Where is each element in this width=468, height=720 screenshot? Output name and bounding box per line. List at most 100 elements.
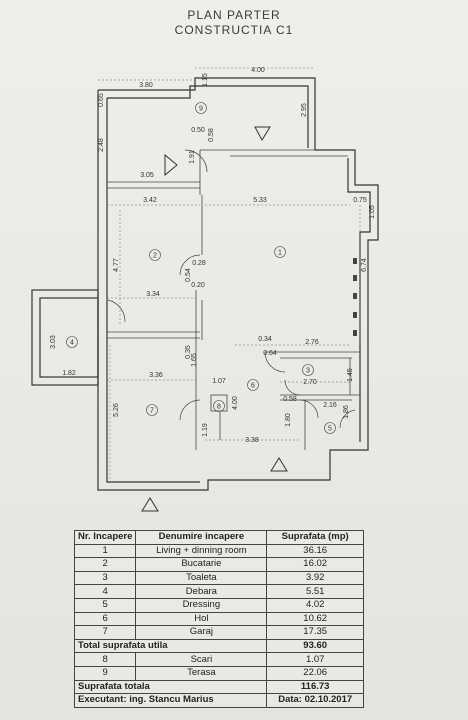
entry-triangles	[141, 126, 288, 512]
dimension-label: 1.86	[343, 405, 350, 419]
dimension-label: 1.65	[191, 353, 198, 367]
cell-name: Hol	[135, 611, 268, 627]
table-header-row: Nr. Incapere Denumire incapere Suprafata…	[73, 530, 364, 545]
room-number-circle	[324, 422, 336, 434]
cell-nr: 4	[73, 584, 137, 599]
total-util-area: 93.60	[266, 638, 364, 654]
header-area: Suprafata (mp)	[266, 530, 364, 545]
room-number-circle	[146, 404, 158, 416]
cell-name: Dressing	[135, 597, 268, 613]
dimension-label: 3.42	[143, 197, 157, 204]
dimension-label: 6.74	[361, 258, 368, 272]
cell-nr: 5	[73, 597, 137, 613]
dimension-label: 2.70	[303, 379, 317, 386]
room-number-circle	[274, 246, 286, 258]
dimension-label: 0.28	[192, 260, 206, 267]
cell-name: Garaj	[135, 625, 268, 640]
cell-name: Living + dinning room	[135, 543, 268, 559]
dimension-label: 1.80	[285, 413, 292, 427]
room-number-label: 8	[217, 404, 221, 411]
door-swings	[107, 149, 356, 429]
dimension-label: 1.45	[347, 368, 354, 382]
entry-triangle-right	[270, 457, 288, 472]
room-number-label: 9	[199, 106, 203, 113]
staircase-marks	[353, 258, 357, 336]
plan-subtitle: CONSTRUCTIA C1	[174, 23, 294, 37]
room-number-label: 7	[150, 408, 154, 415]
dimension-label: 0.64	[263, 350, 277, 357]
dimension-label: 0.75	[353, 197, 367, 204]
dimension-label: 1.15	[202, 73, 209, 87]
dimension-label: 3.05	[140, 172, 154, 179]
dimension-label: 0.58	[208, 128, 215, 142]
dimension-label: 0.54	[185, 268, 192, 282]
cell-nr: 9	[73, 665, 137, 681]
cell-nr: 2	[73, 557, 137, 572]
dimension-label: 0.34	[258, 336, 272, 343]
header-name: Denumire incapere	[135, 530, 268, 545]
dimension-label: 4.77	[113, 258, 120, 272]
room-number-circle	[66, 336, 78, 348]
cell-area: 3.92	[266, 570, 364, 586]
room-number-label: 3	[306, 368, 310, 375]
executant-row: Executant: ing. Stancu Marius Data: 02.1…	[73, 693, 364, 708]
dimension-label: 2.16	[323, 402, 337, 409]
cell-area: 17.35	[266, 625, 364, 640]
cell-area: 22.06	[266, 665, 364, 681]
header-nr: Nr. Incapere	[73, 530, 137, 545]
dimension-label: 5.26	[113, 403, 120, 417]
room-number-circle	[149, 249, 161, 261]
executant-label: Executant: ing. Stancu Marius	[73, 693, 268, 708]
dimension-label: 1.91	[189, 150, 196, 164]
dimension-label: 0.20	[191, 282, 205, 289]
dimension-label: 1.07	[212, 378, 226, 385]
cell-name: Toaleta	[135, 570, 268, 586]
dimension-label: 3.34	[146, 291, 160, 298]
plan-title: PLAN PARTER	[187, 8, 281, 22]
cell-name: Debara	[135, 584, 268, 599]
cell-area: 1.07	[266, 652, 364, 667]
cell-nr: 8	[73, 652, 137, 667]
room-number-circle	[302, 364, 314, 376]
cell-nr: 7	[73, 625, 137, 640]
room-number-circle	[195, 102, 207, 114]
cell-name: Bucatarie	[135, 557, 268, 572]
room-number-label: 1	[278, 250, 282, 257]
dimension-label: 0.58	[283, 396, 297, 403]
room-schedule-table: Nr. Incapere Denumire incapere Suprafata…	[73, 530, 364, 708]
cell-area: 36.16	[266, 543, 364, 559]
cell-area: 5.51	[266, 584, 364, 599]
total-row: Suprafata totala 116.73	[73, 679, 364, 695]
dimension-label: 3.38	[245, 437, 259, 444]
cell-nr: 3	[73, 570, 137, 586]
total-area: 116.73	[266, 679, 364, 695]
room-number-label: 6	[251, 383, 255, 390]
cell-name: Scari	[135, 652, 268, 667]
cell-area: 10.62	[266, 611, 364, 627]
dimension-label: 0.35	[185, 345, 192, 359]
cell-area: 4.02	[266, 597, 364, 613]
dimension-lines	[98, 67, 361, 480]
cell-area: 16.02	[266, 557, 364, 572]
entry-triangle-top	[254, 126, 271, 142]
room-number-label: 2	[153, 253, 157, 260]
dimension-label: 1.05	[369, 205, 376, 219]
room-number-circle	[213, 400, 225, 412]
dimension-label: 4.00	[251, 67, 265, 74]
dimension-label: 4.00	[232, 396, 239, 410]
room-number-circle	[247, 379, 259, 391]
interior-walls	[107, 149, 360, 450]
dimension-label: 3.03	[50, 335, 57, 349]
cell-nr: 1	[73, 543, 137, 559]
dimension-label: 2.95	[301, 103, 308, 117]
dimension-label: 5.33	[253, 197, 267, 204]
